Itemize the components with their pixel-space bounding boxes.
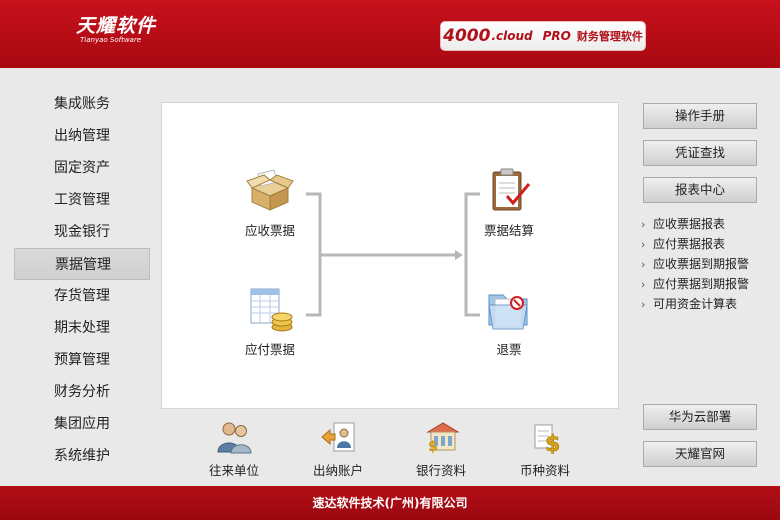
- report-link-label: 应收票据报表: [653, 217, 726, 231]
- sidebar-item-fixed-assets[interactable]: 固定资产: [54, 160, 110, 176]
- sidebar-item-period-end[interactable]: 期末处理: [54, 320, 110, 336]
- sidebar-nav: 集成账务 出纳管理 固定资产 工资管理 现金银行 票据管理 存货管理 期末处理 …: [14, 88, 150, 472]
- sidebar-item-cashier[interactable]: 出纳管理: [54, 128, 110, 144]
- report-link-label: 应付票据到期报警: [653, 277, 750, 291]
- sidebar-item-integrated-accounts[interactable]: 集成账务: [54, 96, 110, 112]
- shortcut-partners-label: 往来单位: [208, 463, 259, 478]
- sidebar-item-cash-bank[interactable]: 现金银行: [54, 224, 110, 240]
- product-edition: PRO: [542, 29, 571, 43]
- logo-text: 天耀软件: [76, 15, 157, 37]
- manual-button[interactable]: 操作手册: [643, 103, 757, 129]
- chevron-right-icon: ›: [641, 218, 646, 231]
- sidebar-item-budget[interactable]: 预算管理: [54, 352, 110, 368]
- footer-bar: 速达软件技术(广州)有限公司: [0, 486, 780, 520]
- flow-refund-label: 退票: [496, 342, 522, 357]
- connector-right-bracket: [464, 192, 480, 317]
- logo-subtext: Tianyao Software: [80, 36, 142, 44]
- shortcut-bank-info-label: 银行资料: [415, 463, 466, 478]
- folder-cancel-icon: [488, 294, 528, 330]
- svg-text:$: $: [428, 439, 438, 454]
- app-logo: 天耀软件 Tianyao Software: [76, 16, 156, 45]
- spreadsheet-coins-icon: [250, 288, 293, 332]
- notes-flow-panel: 应收票据 应付票据 票据结算: [161, 102, 619, 409]
- clipboard-check-icon: [492, 168, 531, 211]
- sidebar-item-notes[interactable]: 票据管理: [14, 248, 150, 280]
- flow-connectors: [306, 192, 480, 317]
- shortcut-bank-info[interactable]: $ 银行资料: [401, 420, 481, 479]
- report-center-button[interactable]: 报表中心: [643, 177, 757, 203]
- report-link-payable[interactable]: › 应付票据报表: [641, 234, 749, 254]
- chevron-right-icon: ›: [641, 238, 646, 251]
- sidebar-item-analysis[interactable]: 财务分析: [54, 384, 110, 400]
- people-icon: [217, 422, 252, 454]
- report-link-label: 应收票据到期报警: [653, 257, 750, 271]
- sidebar-item-payroll[interactable]: 工资管理: [54, 192, 110, 208]
- report-link-available-funds[interactable]: › 可用资金计算表: [641, 294, 749, 314]
- footer-company: 速达软件技术(广州)有限公司: [312, 496, 468, 510]
- shortcut-currency-info[interactable]: $ 币种资料: [505, 420, 585, 479]
- flow-receivable[interactable]: 应收票据: [225, 166, 315, 239]
- chevron-right-icon: ›: [641, 258, 646, 271]
- product-badge: 4000 .cloud PRO 财务管理软件: [440, 21, 646, 51]
- product-number: 4000: [443, 26, 491, 46]
- account-user-icon: [321, 422, 355, 452]
- shortcut-cashier-accounts[interactable]: 出纳账户: [298, 420, 378, 479]
- product-name: 财务管理软件: [576, 30, 643, 43]
- sidebar-item-group[interactable]: 集团应用: [54, 416, 110, 432]
- shortcut-partners[interactable]: 往来单位: [194, 420, 274, 479]
- connector-arrowhead: [455, 250, 463, 260]
- flow-receivable-label: 应收票据: [244, 223, 295, 238]
- voucher-search-button[interactable]: 凭证查找: [643, 140, 757, 166]
- report-link-label: 可用资金计算表: [653, 297, 738, 311]
- svg-text:$: $: [545, 432, 560, 454]
- chevron-right-icon: ›: [641, 298, 646, 311]
- report-link-receivable-due[interactable]: › 应收票据到期报警: [641, 254, 749, 274]
- flow-payable-label: 应付票据: [244, 342, 295, 357]
- flow-refund[interactable]: 退票: [464, 285, 554, 358]
- bank-building-icon: $: [426, 422, 460, 455]
- product-cloud: .cloud: [491, 29, 533, 43]
- header-bar: 天耀软件 Tianyao Software 4000 .cloud PRO 财务…: [0, 0, 780, 68]
- report-link-receivable[interactable]: › 应收票据报表: [641, 214, 749, 234]
- report-link-payable-due[interactable]: › 应付票据到期报警: [641, 274, 749, 294]
- open-box-icon: [246, 169, 294, 211]
- flow-settlement-label: 票据结算: [483, 223, 534, 238]
- flow-payable[interactable]: 应付票据: [225, 285, 315, 358]
- report-link-label: 应付票据报表: [653, 237, 726, 251]
- report-list: › 应收票据报表 › 应付票据报表 › 应收票据到期报警 › 应付票据到期报警 › 可用资…: [641, 214, 749, 314]
- huawei-cloud-button[interactable]: 华为云部署: [643, 404, 757, 430]
- sidebar-item-system[interactable]: 系统维护: [54, 448, 110, 464]
- shortcut-currency-info-label: 币种资料: [519, 463, 570, 478]
- chevron-right-icon: ›: [641, 278, 646, 291]
- official-site-button[interactable]: 天耀官网: [643, 441, 757, 467]
- flow-settlement[interactable]: 票据结算: [464, 166, 554, 239]
- sidebar-item-inventory[interactable]: 存货管理: [54, 288, 110, 304]
- shortcut-cashier-accounts-label: 出纳账户: [312, 463, 363, 478]
- currency-document-icon: $: [534, 424, 561, 457]
